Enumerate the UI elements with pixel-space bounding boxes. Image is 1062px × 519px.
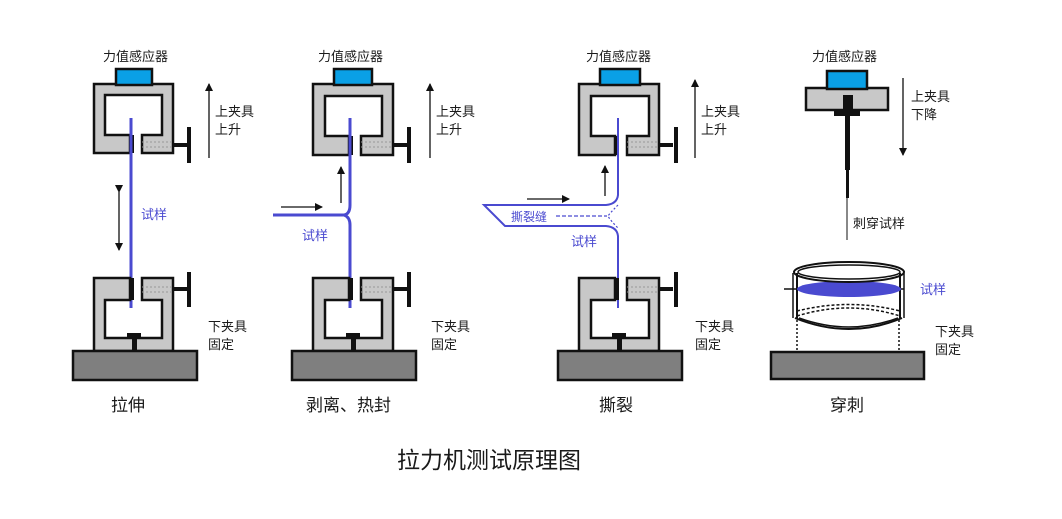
panel-tear: 力值感应器 上夹具 上升 撕裂缝 试样 [481,49,740,416]
specimen-disc [797,281,901,297]
upper-clamp [577,67,678,163]
lower-label-1: 下夹具 [431,320,470,335]
tear-label: 撕裂缝 [511,209,547,224]
lower-clamp [577,272,678,353]
upper-clamp [311,67,411,163]
force-sensor [332,67,374,87]
panel-caption: 剥离、热封 [306,396,391,416]
lower-clamp [92,272,191,353]
lower-label-1: 下夹具 [695,320,734,335]
upper-label-2: 上升 [701,123,727,138]
panel-caption: 撕裂 [599,396,633,416]
lower-label-1: 下夹具 [935,325,974,340]
sensor-label: 力值感应器 [318,49,383,65]
panel-tensile: 力值感应器 上夹具 上升 试样 [71,49,254,416]
diagram-title: 拉力机测试原理图 [397,448,581,474]
machine-base [556,349,684,382]
sensor-label: 力值感应器 [586,49,651,65]
panel-peel-heatseal: 力值感应器 上夹具 上升 试样 下夹具 [273,49,475,416]
specimen-upper [273,118,352,217]
puncture-probe [845,115,850,170]
force-sensor [598,67,642,87]
machine-base [769,350,926,381]
panel-caption: 穿刺 [830,396,864,416]
upper-label-2: 上升 [436,123,462,138]
specimen-lower [343,213,352,308]
upper-label-1: 上夹具 [436,105,475,120]
upper-clamp [92,67,191,163]
force-sensor [825,69,869,91]
upper-label-1: 上夹具 [215,105,254,120]
upper-label-2: 下降 [911,108,937,123]
sensor-label: 力值感应器 [812,49,877,65]
upper-label-1: 上夹具 [701,105,740,120]
panel-puncture: 力值感应器 上夹具 下降 刺穿试样 试样 下夹具 固定 [769,49,974,416]
lower-label-2: 固定 [208,338,234,353]
sensor-label: 力值感应器 [103,49,168,65]
specimen-label: 试样 [920,283,946,298]
machine-base [290,349,418,382]
force-sensor [114,67,154,87]
lower-label-1: 下夹具 [208,320,247,335]
lower-label-2: 固定 [695,338,721,353]
specimen-holder [784,261,905,352]
specimen-strip [481,118,619,308]
specimen-label: 试样 [302,229,328,244]
upper-label-1: 上夹具 [911,90,950,105]
lower-label-2: 固定 [935,343,961,358]
specimen-label: 试样 [571,235,597,250]
upper-label-2: 上升 [215,123,241,138]
lower-label-2: 固定 [431,338,457,353]
machine-base [71,349,199,382]
specimen-label: 试样 [141,208,167,223]
panel-caption: 拉伸 [111,396,145,416]
probe-label: 刺穿试样 [853,216,905,232]
lower-clamp [311,272,411,353]
